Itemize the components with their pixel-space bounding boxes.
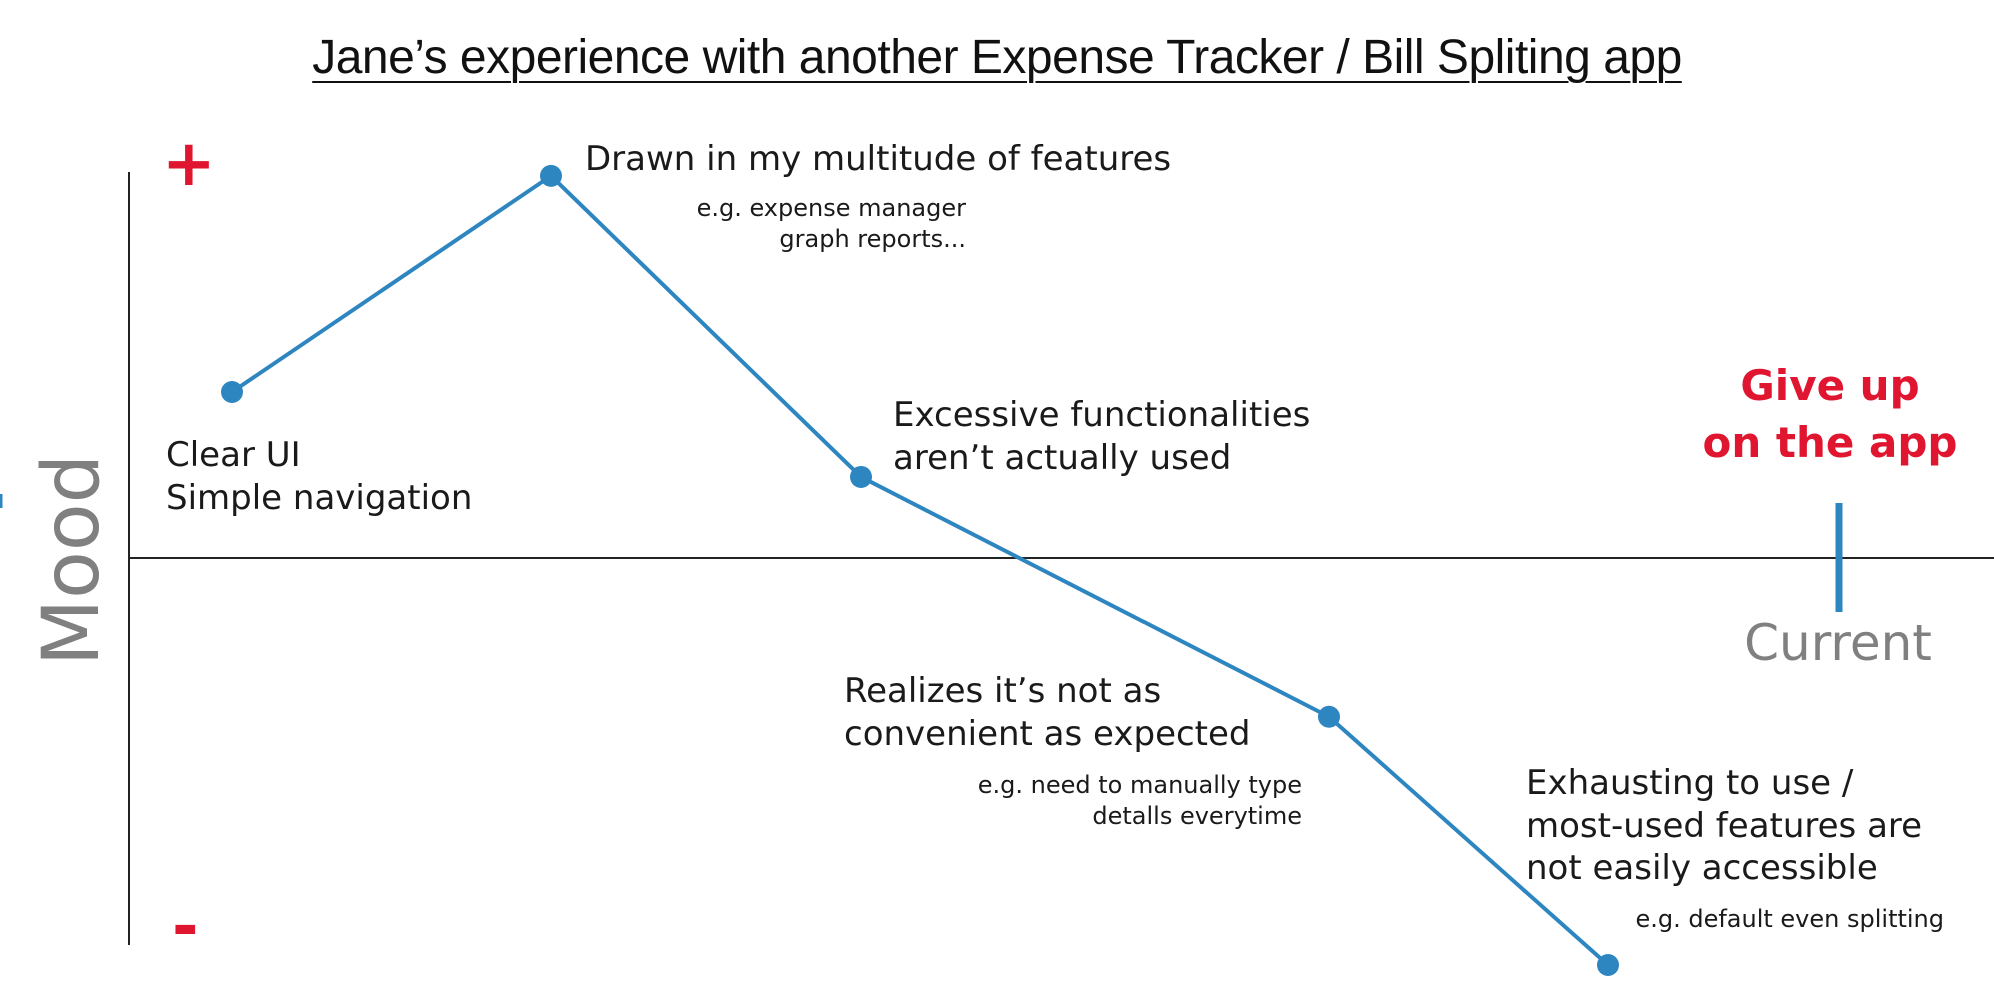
point-4-note-line-1: e.g. need to manually type [977, 771, 1302, 799]
point-1-label-line-1: Clear UI [166, 435, 301, 475]
point-1-label: Clear UI Simple navigation [166, 434, 472, 519]
y-positive-marker: + [162, 127, 216, 201]
point-1-label-line-2: Simple navigation [166, 477, 473, 518]
mood-point-2 [540, 164, 562, 187]
mood-point-1 [221, 381, 243, 404]
mood-series-points [221, 164, 1619, 976]
end-state-line-2: on the app [1702, 417, 1958, 467]
point-3-label: Excessive functionalities aren’t actuall… [893, 394, 1310, 479]
y-negative-marker: - [172, 890, 199, 964]
mood-series-line [230, 173, 1610, 967]
point-4-note: e.g. need to manually type detalls every… [880, 770, 1302, 832]
point-4-note-line-2: detalls everytime [1092, 802, 1302, 831]
mood-point-3 [850, 465, 872, 488]
point-2-label-line-1: Drawn in my multitude of features [585, 139, 1172, 179]
point-5-note: e.g. default even splitting [1540, 904, 1944, 935]
point-3-label-line-1: Excessive functionalities [893, 395, 1311, 435]
point-2-label: Drawn in my multitude of features [585, 138, 1171, 181]
point-2-note-line-2: graph reports... [779, 225, 966, 254]
point-4-label-line-2: convenient as expected [844, 713, 1251, 754]
point-5-label-line-1: Exhausting to use / [1526, 763, 1854, 803]
current-marker-label: Current [1744, 614, 1932, 672]
point-4-label-line-1: Realizes it’s not as [844, 671, 1162, 711]
point-5-label: Exhausting to use / most-used features a… [1526, 762, 1922, 890]
point-2-note: e.g. expense manager graph reports... [620, 193, 966, 255]
point-5-label-line-3: not easily accessible [1526, 848, 1878, 888]
end-state-line-1: Give up [1740, 361, 1920, 410]
chart-title: Jane’s experience with another Expense T… [312, 31, 1682, 84]
point-3-label-line-2: aren’t actually used [893, 437, 1232, 478]
mood-point-5 [1597, 954, 1619, 976]
point-5-label-line-2: most-used features are [1526, 805, 1923, 846]
end-state-annotation: Give up on the app [1660, 358, 1994, 471]
point-5-note-line-1: e.g. default even splitting [1635, 905, 1944, 933]
point-2-note-line-1: e.g. expense manager [696, 194, 966, 222]
point-4-label: Realizes it’s not as convenient as expec… [844, 670, 1251, 755]
y-axis-label: Mood [27, 453, 117, 667]
mood-point-4 [1318, 705, 1340, 728]
